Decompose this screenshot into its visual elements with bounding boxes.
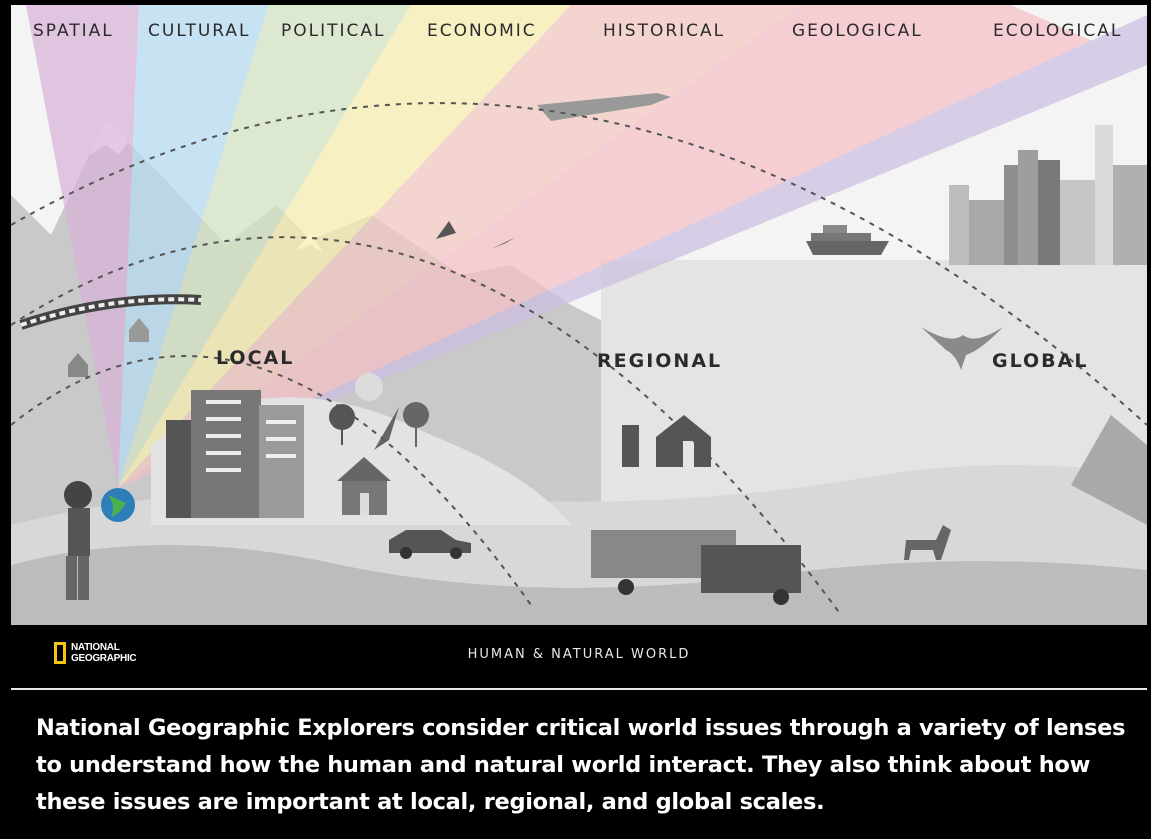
yellow-border-icon: [54, 642, 66, 664]
lens-label-geological: GEOLOGICAL: [792, 21, 923, 41]
beam-ecological: [118, 15, 1147, 488]
car: [389, 530, 471, 559]
lens-label-ecological: ECOLOGICAL: [993, 21, 1122, 41]
beam-geological: [118, 5, 1147, 488]
scale-label-regional: REGIONAL: [597, 350, 722, 372]
train: [19, 294, 202, 330]
lens-label-cultural: CULTURAL: [148, 21, 251, 41]
logo-text-line2: GEOGRAPHIC: [71, 653, 137, 664]
footer-bar: NATIONAL GEOGRAPHIC HUMAN & NATURAL WORL…: [11, 625, 1147, 686]
bird: [491, 237, 516, 249]
person-with-globe: [64, 481, 135, 600]
beam-spatial: [26, 5, 139, 488]
lens-label-economic: ECONOMIC: [427, 21, 537, 41]
caption-text: National Geographic Explorers consider c…: [36, 715, 1126, 815]
local-arc: [11, 355, 532, 606]
logo-text-line1: NATIONAL: [71, 642, 120, 653]
illustration-panel: SPATIAL CULTURAL POLITICAL ECONOMIC HIST…: [11, 5, 1147, 625]
small-house: [129, 318, 149, 342]
city-buildings: [166, 390, 304, 518]
scale-arcs: [11, 102, 1147, 616]
global-arc: [11, 102, 1147, 426]
truck: [591, 530, 801, 605]
lens-label-historical: HISTORICAL: [603, 21, 725, 41]
right-mountain: [1071, 415, 1147, 525]
lens-label-spatial: SPATIAL: [33, 21, 114, 41]
small-house: [68, 353, 88, 377]
cargo-ship: [806, 225, 889, 255]
lens-scale-illustration: SPATIAL CULTURAL POLITICAL ECONOMIC HIST…: [11, 5, 1147, 625]
airplane: [537, 93, 671, 121]
whale-tail: [921, 327, 1003, 370]
national-geographic-logo: NATIONAL GEOGRAPHIC: [54, 642, 146, 670]
scale-label-global: GLOBAL: [992, 350, 1088, 372]
city-skyline: [949, 125, 1147, 265]
footer-title: HUMAN & NATURAL WORLD: [467, 647, 691, 662]
divider: [11, 688, 1147, 690]
road-hill: [11, 545, 1147, 625]
bird: [436, 221, 456, 239]
house: [337, 457, 391, 515]
elk: [904, 525, 951, 560]
scale-label-local: LOCAL: [216, 347, 294, 369]
lens-label-political: POLITICAL: [281, 21, 386, 41]
barn: [622, 415, 711, 467]
trees: [329, 373, 429, 450]
